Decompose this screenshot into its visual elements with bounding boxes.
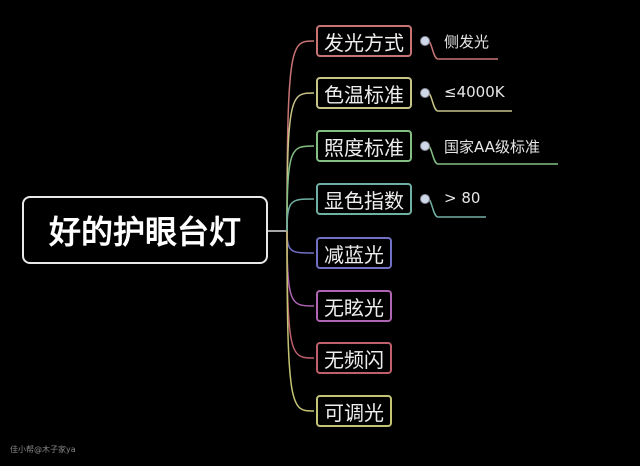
detail-node[interactable]: 侧发光 xyxy=(444,33,490,51)
collapse-toggle-icon[interactable] xyxy=(420,194,430,204)
branch-connector xyxy=(286,230,315,307)
branch-node[interactable]: 色温标准 xyxy=(316,77,412,109)
branch-node[interactable]: 无眩光 xyxy=(316,290,392,322)
branch-connector xyxy=(286,230,315,254)
detail-node[interactable]: > 80 xyxy=(444,189,481,207)
branch-connector xyxy=(286,40,315,232)
branch-connector xyxy=(286,145,315,232)
watermark: 佳小帮@木子家ya xyxy=(10,445,76,454)
collapse-toggle-icon[interactable] xyxy=(420,141,430,151)
branch-connector xyxy=(286,230,315,412)
detail-node[interactable]: 国家AA级标准 xyxy=(444,138,540,156)
branch-node[interactable]: 显色指数 xyxy=(316,183,412,215)
collapse-toggle-icon[interactable] xyxy=(420,36,430,46)
root-node[interactable]: 好的护眼台灯 xyxy=(22,196,268,264)
collapse-toggle-icon[interactable] xyxy=(420,88,430,98)
branch-node[interactable]: 无频闪 xyxy=(316,342,392,374)
branch-node[interactable]: 发光方式 xyxy=(316,25,412,57)
branch-node[interactable]: 可调光 xyxy=(316,395,392,427)
branch-node[interactable]: 照度标准 xyxy=(316,130,412,162)
detail-node[interactable]: ≤4000K xyxy=(444,83,505,101)
branch-connector xyxy=(286,198,315,232)
branch-node[interactable]: 减蓝光 xyxy=(316,237,392,269)
